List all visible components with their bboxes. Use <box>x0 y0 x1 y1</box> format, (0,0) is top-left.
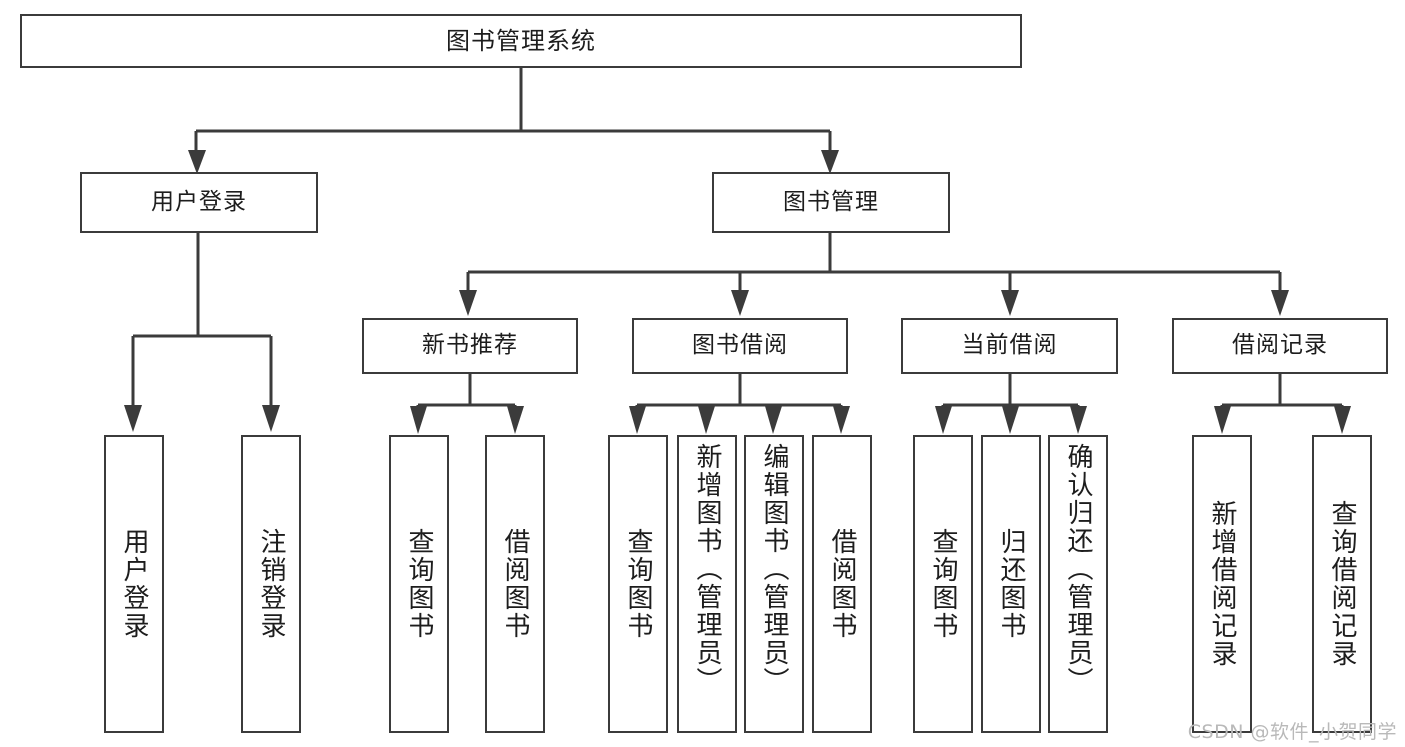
leaf-label: 借阅图书 <box>500 528 531 640</box>
leaf-label: 新增借阅记录 <box>1207 500 1238 668</box>
leaf-edit-book-admin[interactable]: 编辑图书（管理员） <box>744 435 804 733</box>
node-borrow-record[interactable]: 借阅记录 <box>1172 318 1388 374</box>
leaf-label: 查询借阅记录 <box>1327 500 1358 668</box>
node-book-borrow[interactable]: 图书借阅 <box>632 318 848 374</box>
node-label: 当前借阅 <box>961 332 1058 359</box>
leaf-add-book-admin[interactable]: 新增图书（管理员） <box>677 435 737 733</box>
leaf-label: 归还图书 <box>996 528 1027 640</box>
node-label: 用户登录 <box>151 188 247 215</box>
leaf-label: 用户登录 <box>119 528 150 640</box>
node-current-borrow[interactable]: 当前借阅 <box>901 318 1118 374</box>
leaf-user-login[interactable]: 用户登录 <box>104 435 164 733</box>
leaf-borrow-book[interactable]: 借阅图书 <box>812 435 872 733</box>
leaf-query-book-current[interactable]: 查询图书 <box>913 435 973 733</box>
leaf-add-borrow-record[interactable]: 新增借阅记录 <box>1192 435 1252 733</box>
node-root-library-system[interactable]: 图书管理系统 <box>20 14 1022 68</box>
leaf-query-borrow-record[interactable]: 查询借阅记录 <box>1312 435 1372 733</box>
leaf-confirm-return-admin[interactable]: 确认归还（管理员） <box>1048 435 1108 733</box>
node-label: 图书管理系统 <box>446 26 596 55</box>
leaf-query-book-borrow[interactable]: 查询图书 <box>608 435 668 733</box>
node-label: 借阅记录 <box>1232 332 1328 359</box>
node-new-book-recommend[interactable]: 新书推荐 <box>362 318 578 374</box>
node-label: 图书管理 <box>783 188 879 215</box>
leaf-return-book[interactable]: 归还图书 <box>981 435 1041 733</box>
node-label: 图书借阅 <box>692 332 788 359</box>
leaf-borrow-book-recommend[interactable]: 借阅图书 <box>485 435 545 733</box>
node-label: 新书推荐 <box>422 332 518 359</box>
leaf-label: 查询图书 <box>928 528 959 640</box>
node-user-login[interactable]: 用户登录 <box>80 172 318 233</box>
watermark: CSDN @软件_小贺同学 <box>1187 721 1397 743</box>
node-book-management[interactable]: 图书管理 <box>712 172 950 233</box>
leaf-label: 新增图书（管理员） <box>692 443 723 695</box>
leaf-label: 注销登录 <box>256 528 287 640</box>
leaf-label: 确认归还（管理员） <box>1063 443 1094 695</box>
leaf-user-logout[interactable]: 注销登录 <box>241 435 301 733</box>
leaf-label: 查询图书 <box>404 528 435 640</box>
leaf-label: 查询图书 <box>623 528 654 640</box>
leaf-label: 编辑图书（管理员） <box>759 443 790 695</box>
leaf-label: 借阅图书 <box>827 528 858 640</box>
leaf-query-book-recommend[interactable]: 查询图书 <box>389 435 449 733</box>
